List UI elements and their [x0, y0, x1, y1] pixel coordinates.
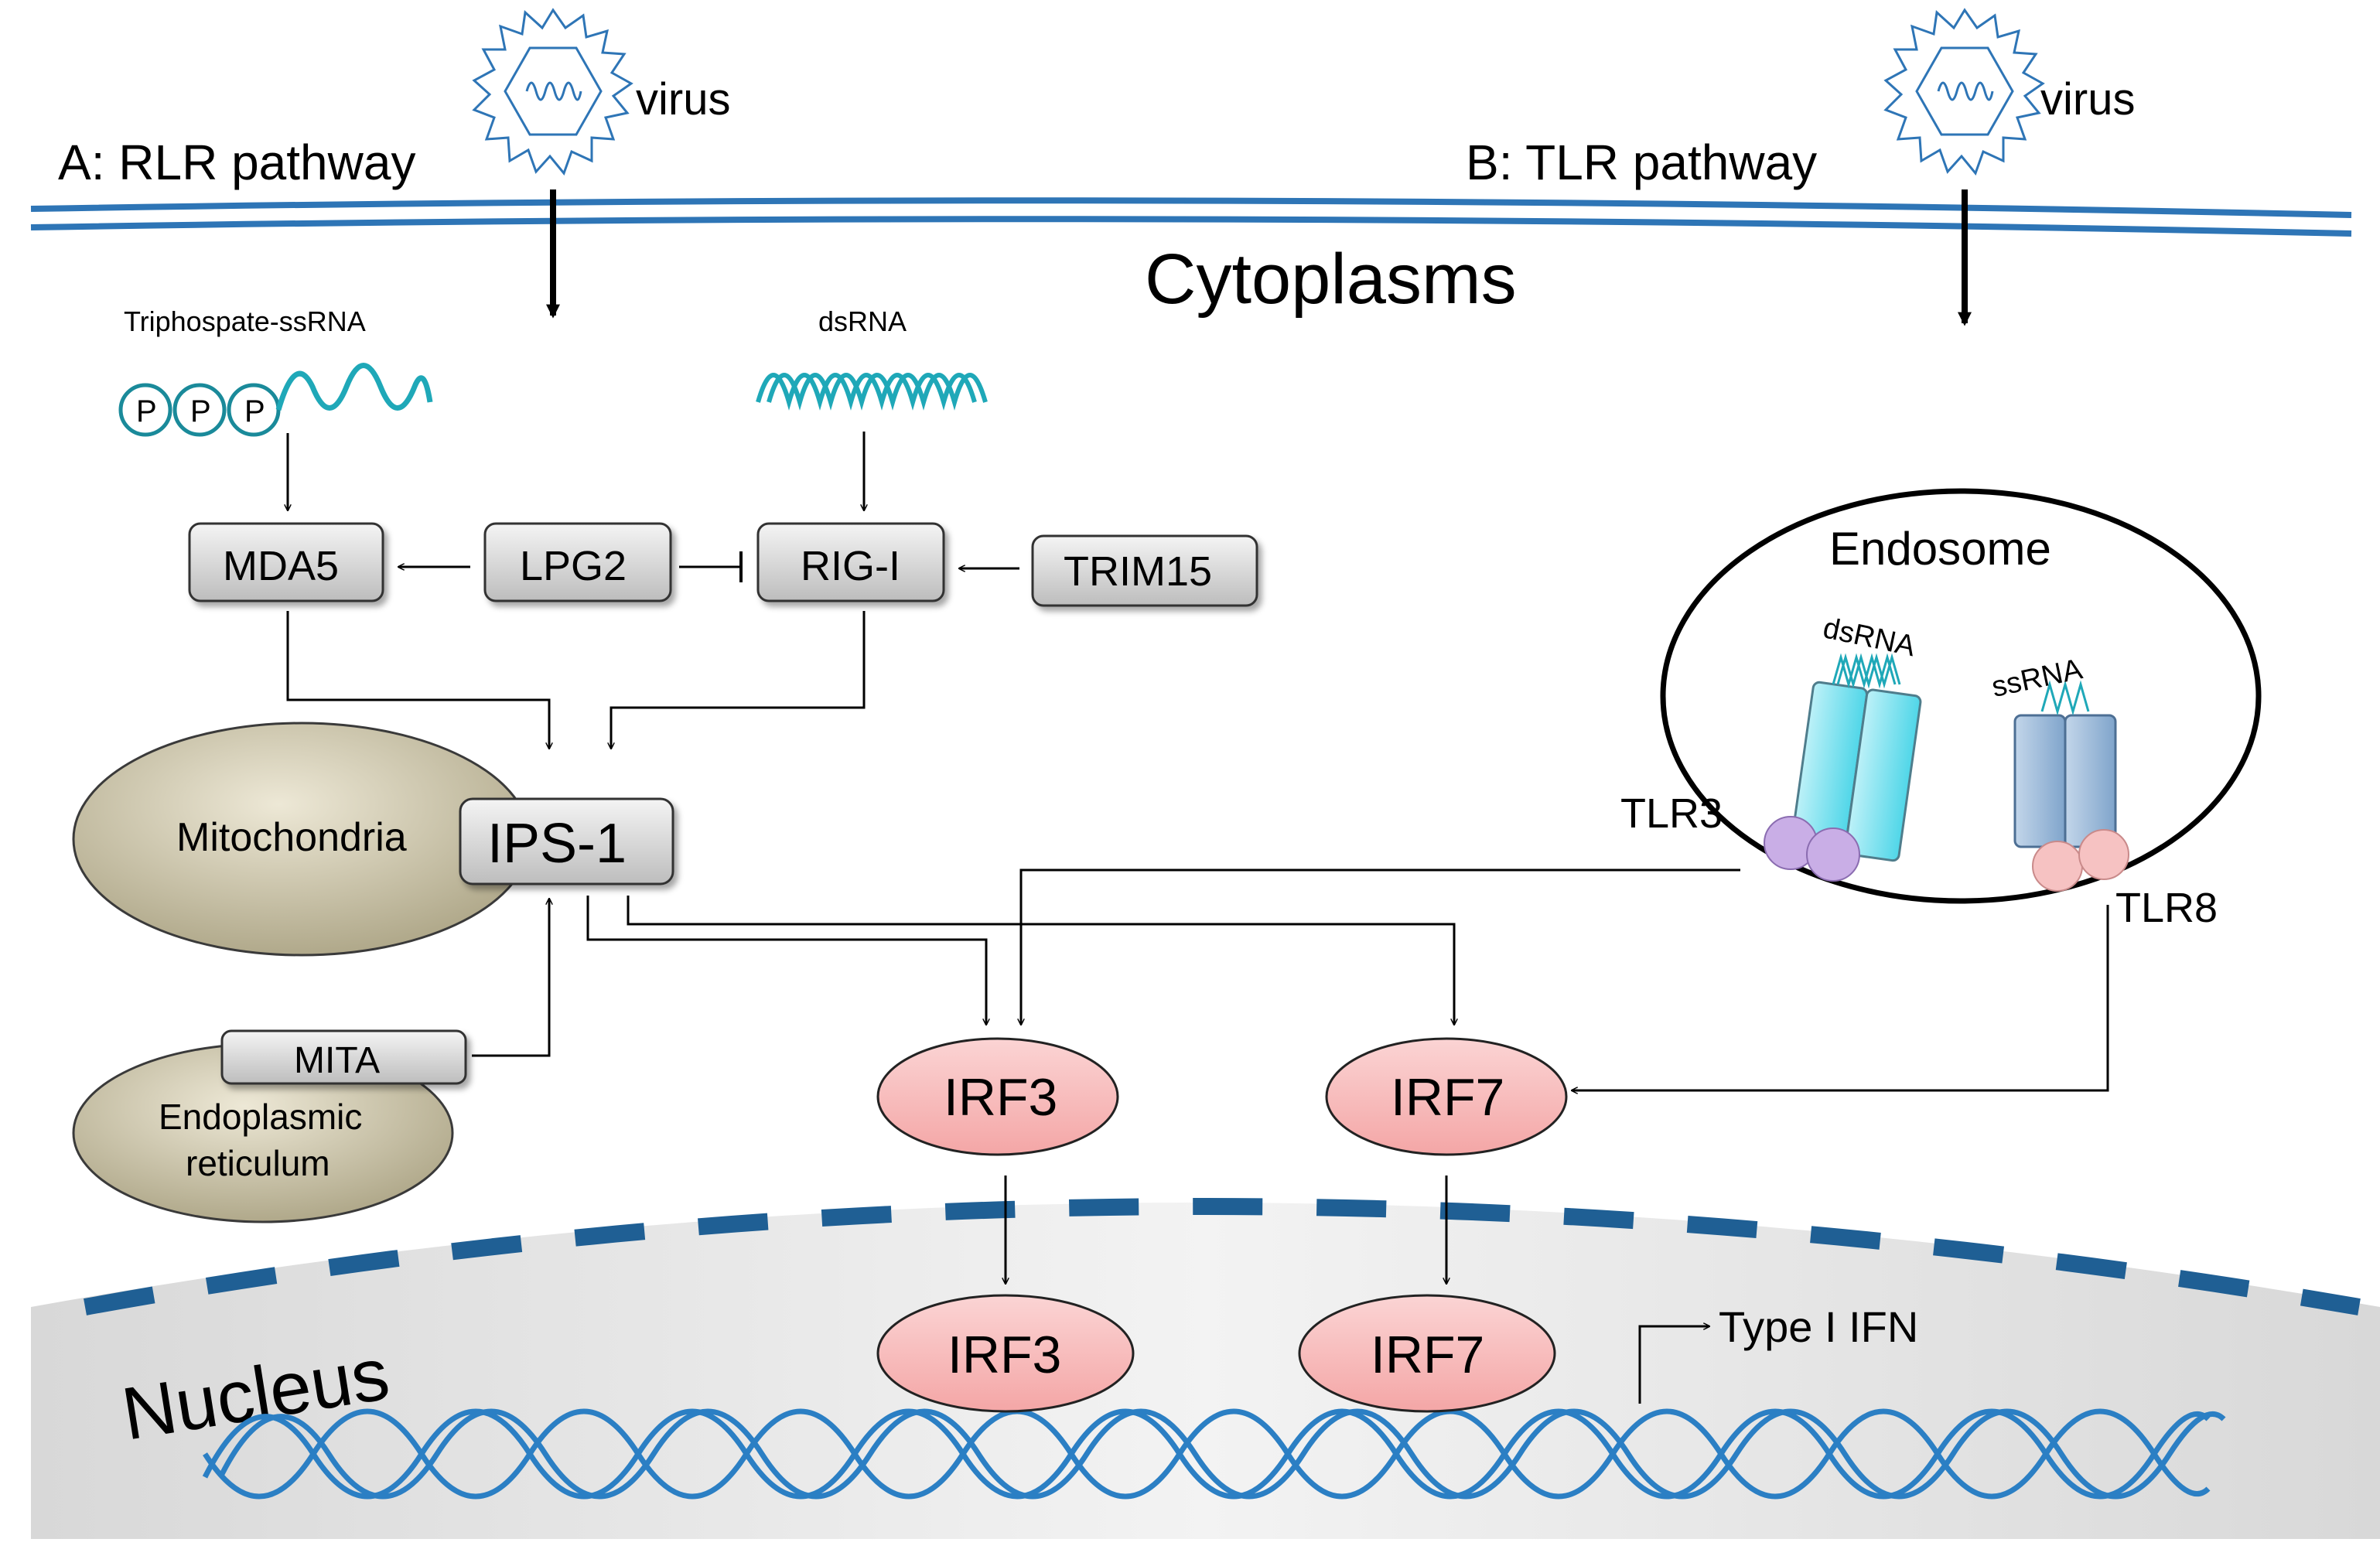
irf7-nucleus-label: IRF7: [1371, 1326, 1484, 1384]
arrow-tlr8-to-irf7: [1572, 905, 2109, 1090]
ssrna-strand: [275, 363, 433, 411]
phosphate-1: P: [136, 394, 157, 428]
irf3-cytoplasm: IRF3: [876, 1037, 1119, 1156]
nuclear-envelope: [84, 1198, 2361, 1315]
virus-right-icon: [1883, 8, 2045, 176]
cytoplasms-label: Cytoplasms: [1145, 240, 1517, 319]
er-label-line2: reticulum: [186, 1143, 330, 1183]
tlr-pathway-title: B: TLR pathway: [1466, 135, 1817, 190]
irf3-nucleus-label: IRF3: [948, 1326, 1061, 1384]
tlr8-receptor: [2013, 680, 2129, 892]
trim15-label: TRIM15: [1064, 548, 1212, 595]
rlr-pathway-title: A: RLR pathway: [58, 135, 415, 190]
arrow-ips1-to-irf3: [586, 896, 986, 1025]
arrow-ips1-to-irf7: [627, 896, 1454, 1025]
dsrna-strand: [756, 373, 988, 411]
arrow-mda5-to-ips1: [286, 611, 549, 749]
rigi-box: RIG-I: [756, 522, 945, 602]
dsrna-top-label: dsRNA: [818, 305, 907, 337]
irf7-cytoplasm-label: IRF7: [1391, 1068, 1504, 1127]
nucleus-region: [31, 1203, 2380, 1539]
irf7-nucleus: IRF7: [1298, 1294, 1556, 1413]
phosphate-3: P: [244, 394, 265, 428]
phosphate-group: P P P: [118, 383, 281, 437]
type-i-ifn-label: Type I IFN: [1719, 1302, 1918, 1351]
arrow-mita-to-ips1: [472, 899, 549, 1057]
ips1-label: IPS-1: [487, 813, 627, 875]
virus-right-label: virus: [2040, 74, 2135, 125]
arrow-rigi-to-ips1: [611, 611, 866, 749]
tlr8-label: TLR8: [2115, 885, 2218, 931]
mda5-label: MDA5: [223, 543, 339, 589]
mitochondria-label: Mitochondria: [176, 815, 407, 860]
irf3-cytoplasm-label: IRF3: [944, 1068, 1057, 1127]
irf3-nucleus: IRF3: [876, 1294, 1135, 1413]
rigi-label: RIG-I: [801, 543, 900, 589]
virus-left-label: virus: [636, 74, 730, 125]
ips1-box: IPS-1: [459, 797, 674, 885]
irf7-cytoplasm: IRF7: [1325, 1037, 1568, 1156]
triphosphate-ssrna-label: Triphospate-ssRNA: [124, 305, 366, 337]
phosphate-2: P: [190, 394, 211, 428]
trim15-box: TRIM15: [1031, 534, 1258, 607]
inhibition-lpg2-to-rigi: [679, 551, 743, 582]
tlr3-receptor: [1764, 653, 1922, 882]
arrow-tlr3-to-irf3: [1021, 868, 1740, 1025]
mita-box: MITA: [220, 1029, 467, 1085]
er-label-line1: Endoplasmic: [159, 1097, 362, 1137]
tlr3-label: TLR3: [1620, 790, 1723, 837]
lpg2-label: LPG2: [520, 543, 627, 589]
dna-helix: [202, 1408, 2226, 1500]
lpg2-box: LPG2: [483, 522, 672, 602]
transcription-start-arrow: [1638, 1326, 1709, 1404]
mita-label: MITA: [294, 1040, 380, 1081]
endosome-label: Endosome: [1829, 523, 2051, 575]
virus-left-icon: [472, 8, 633, 176]
cell-membrane: [30, 197, 2352, 237]
mda5-box: MDA5: [188, 522, 384, 602]
